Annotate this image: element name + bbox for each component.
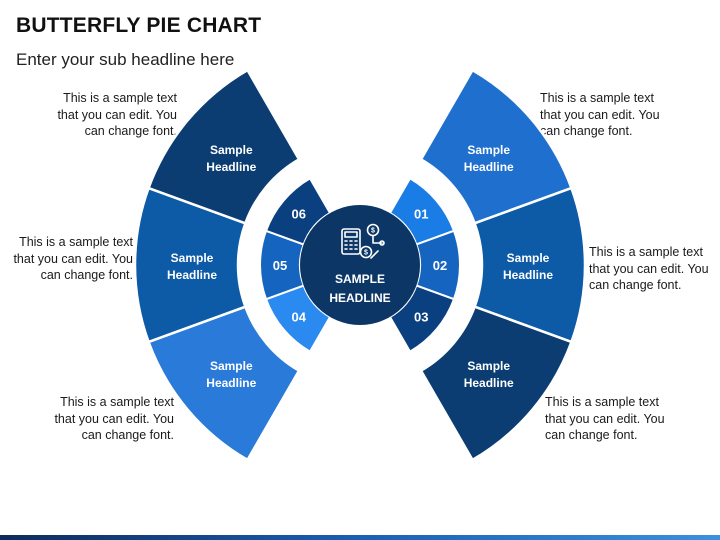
side-text-02: This is a sample text that you can edit.… [589,244,720,294]
side-text-line: can change font. [540,124,633,138]
outer-petal-06 [146,68,301,225]
petal-headline-line1: Sample [467,359,510,373]
petal-headline-line2: Headline [464,160,514,174]
ring-number-04: 04 [291,309,306,324]
ring-number-01: 01 [414,207,428,222]
petal-headline-line1: Sample [210,143,253,157]
side-text-line: that you can edit. You [589,261,709,276]
side-text-line: can change font. [589,278,682,292]
petal-headline-line1: Sample [467,143,510,157]
side-text-line: can change font. [40,268,133,282]
finance-calculator-coins-icon [341,223,385,259]
side-text-line: This is a sample text [545,395,659,409]
petal-headline-line2: Headline [206,160,256,174]
side-text-05: This is a sample text that you can edit.… [0,234,133,284]
ring-number-03: 03 [414,309,428,324]
petal-headline-line2: Headline [503,268,553,282]
outer-petals [133,68,587,462]
side-text-line: This is a sample text [60,395,174,409]
page-subtitle: Enter your sub headline here [16,50,235,69]
center-label-line2: HEADLINE [329,291,390,305]
side-text-line: that you can edit. You [57,107,177,122]
dollar-glyph-icon: $ [364,250,368,257]
petal-headline-line2: Headline [464,376,514,390]
side-text-line: that you can edit. You [545,411,665,426]
side-text-line: that you can edit. You [540,107,660,122]
center-label-line1: SAMPLE [335,272,385,286]
side-text-line: that you can edit. You [54,411,174,426]
petal-headline-line1: Sample [171,251,214,265]
side-text-line: can change font. [81,428,174,442]
petal-headline-line2: Headline [206,376,256,390]
ring-number-02: 02 [433,258,447,273]
side-text-06: This is a sample text that you can edit.… [0,90,177,140]
petal-headline-line1: Sample [210,359,253,373]
outer-petal-03 [419,305,574,462]
footer-bar [0,535,720,540]
side-text-line: This is a sample text [19,235,133,249]
labels: SampleHeadline01SampleHeadline02SampleHe… [167,143,553,390]
side-text-01: This is a sample text that you can edit.… [540,90,720,140]
side-text-line: This is a sample text [540,91,654,105]
number-ring [259,177,461,353]
side-text-line: This is a sample text [589,245,703,259]
page-title: BUTTERFLY PIE CHART [16,14,262,37]
center-circle [300,205,420,325]
ring-number-05: 05 [273,258,287,273]
side-text-line: can change font. [84,124,177,138]
ring-number-06: 06 [291,207,305,222]
petal-headline-line1: Sample [507,251,550,265]
side-text-line: can change font. [545,428,638,442]
side-text-line: This is a sample text [63,91,177,105]
side-text-line: that you can edit. You [13,251,133,266]
petal-headline-line2: Headline [167,268,217,282]
side-text-03: This is a sample text that you can edit.… [545,394,720,444]
dollar-glyph-icon: $ [371,228,375,235]
side-text-04: This is a sample text that you can edit.… [0,394,174,444]
